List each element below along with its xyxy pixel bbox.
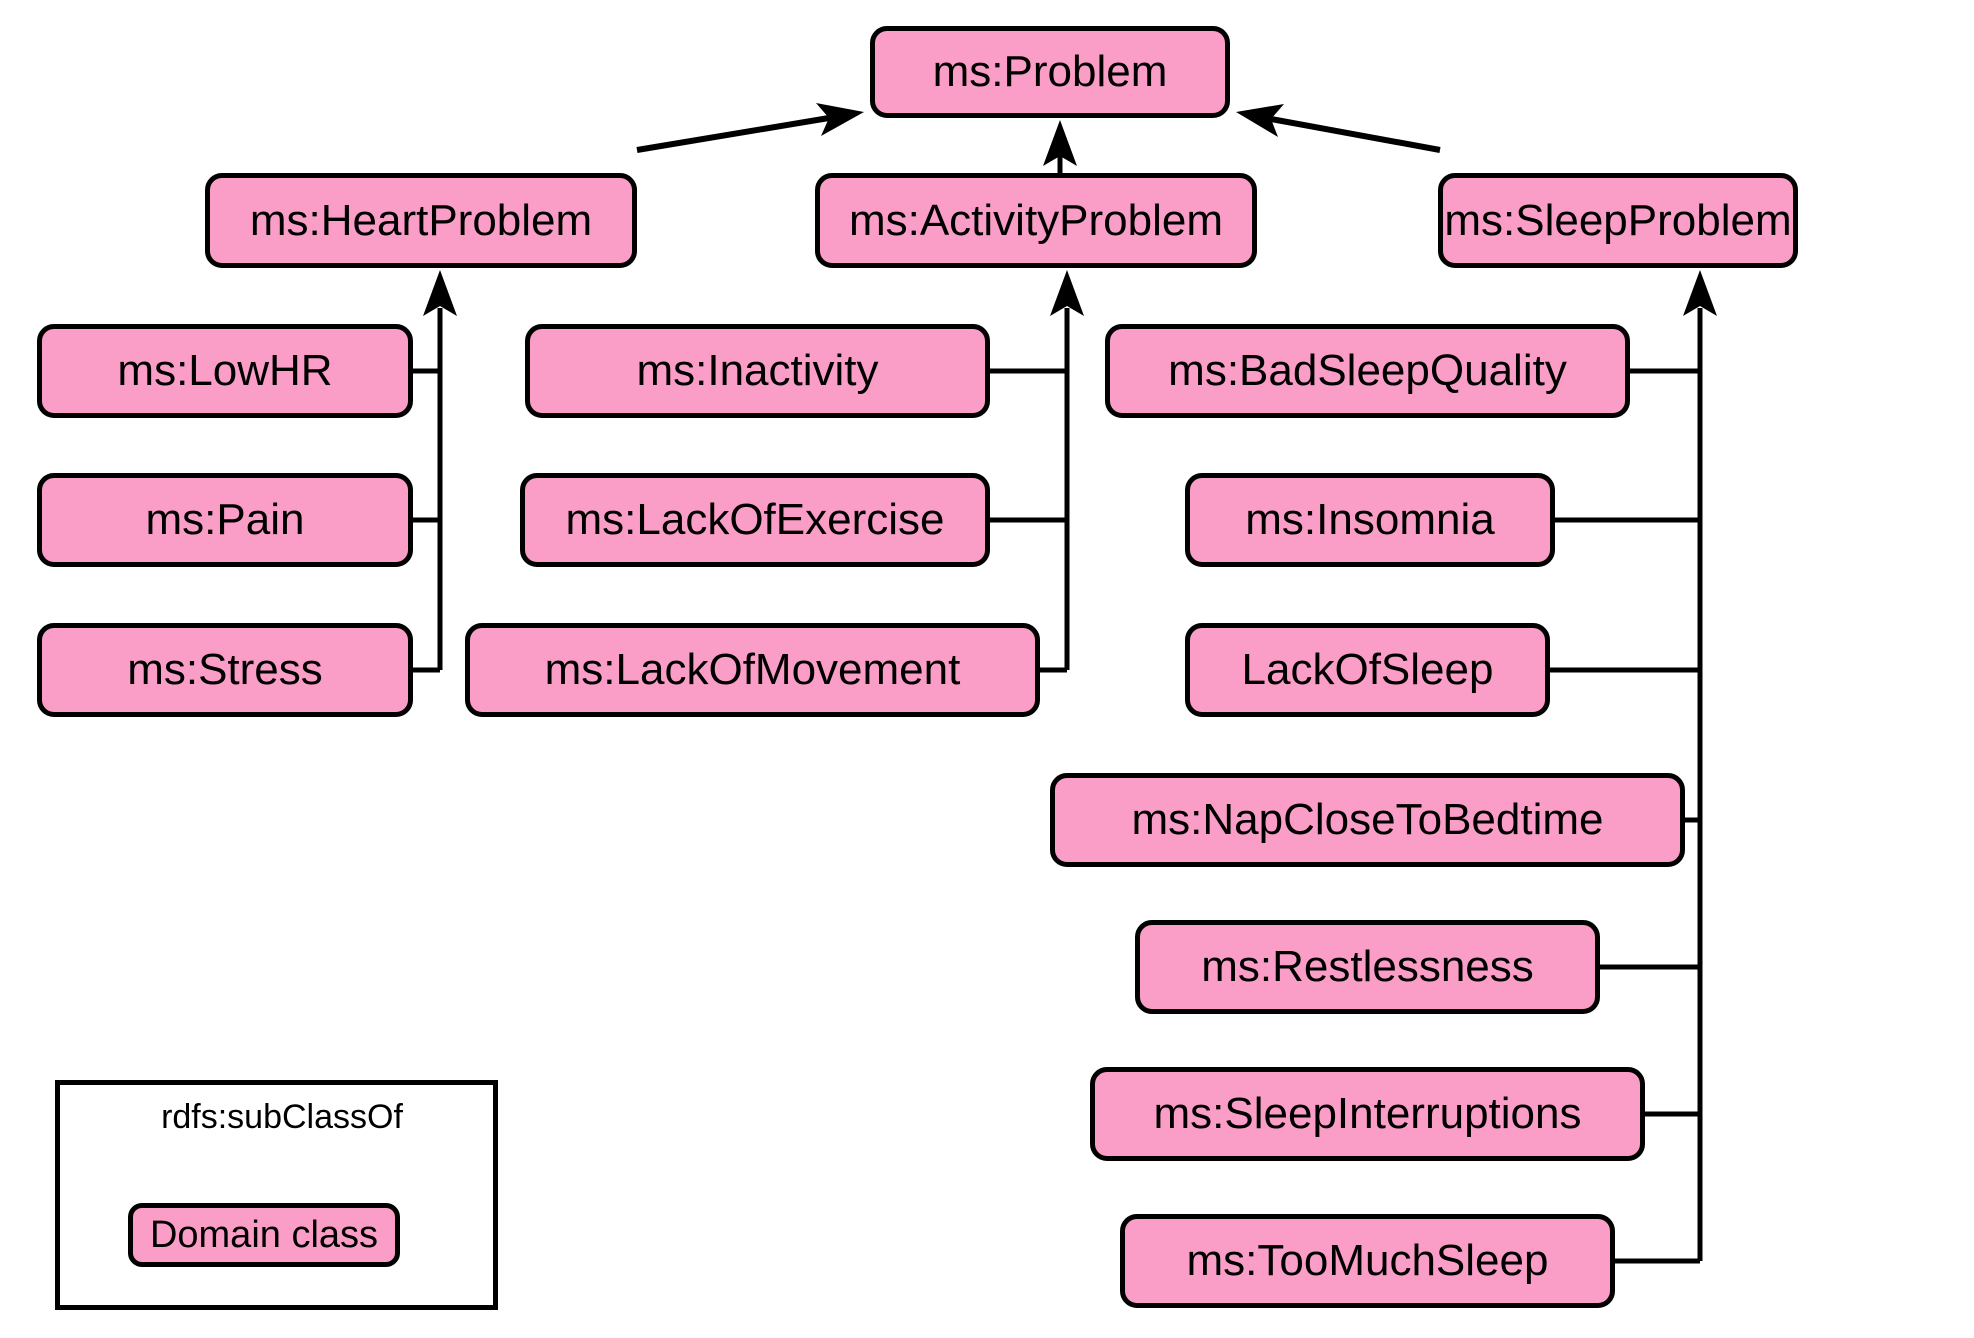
- edge-activity-children-trunk: [990, 308, 1070, 673]
- node-ms-napclosetobedtime: ms:NapCloseToBedtime: [1050, 773, 1685, 867]
- node-ms-problem: ms:Problem: [870, 26, 1230, 118]
- node-ms-badsleepquality: ms:BadSleepQuality: [1105, 324, 1630, 418]
- node-ms-lowhr: ms:LowHR: [37, 324, 413, 418]
- node-ms-sleepproblem: ms:SleepProblem: [1438, 173, 1798, 268]
- edge-heart-children-trunk: [413, 308, 443, 673]
- node-ms-restlessness: ms:Restlessness: [1135, 920, 1600, 1014]
- legend-domain-class-node: Domain class: [128, 1203, 400, 1267]
- node-ms-heartproblem: ms:HeartProblem: [205, 173, 637, 268]
- arrowhead-heart-trunk: [423, 270, 457, 316]
- legend-subclassof-label: rdfs:subClassOf: [161, 1098, 403, 1136]
- edge-sleep-children-trunk: [1550, 308, 1703, 1264]
- arrowhead-heartproblem-problem: [816, 103, 864, 136]
- arrowhead-activityproblem-problem: [1043, 120, 1077, 166]
- edge-heartproblem-problem: [636, 115, 830, 153]
- node-ms-insomnia: ms:Insomnia: [1185, 473, 1555, 567]
- node-ms-activityproblem: ms:ActivityProblem: [815, 173, 1257, 268]
- legend: [55, 1080, 498, 1310]
- node-ms-lackofmovement: ms:LackOfMovement: [465, 623, 1040, 717]
- node-ms-sleepinterruptions: ms:SleepInterruptions: [1090, 1067, 1645, 1161]
- node-ms-toomuchsleep: ms:TooMuchSleep: [1120, 1214, 1615, 1308]
- node-ms-lackofexercise: ms:LackOfExercise: [520, 473, 990, 567]
- node-lackofsleep: LackOfSleep: [1185, 623, 1550, 717]
- node-ms-stress: ms:Stress: [37, 623, 413, 717]
- arrowhead-sleep-trunk: [1683, 270, 1717, 316]
- edge-sleepproblem-problem: [1270, 116, 1441, 153]
- node-ms-pain: ms:Pain: [37, 473, 413, 567]
- node-ms-inactivity: ms:Inactivity: [525, 324, 990, 418]
- arrowhead-sleepproblem-problem: [1236, 104, 1284, 137]
- arrowhead-activity-trunk: [1050, 270, 1084, 316]
